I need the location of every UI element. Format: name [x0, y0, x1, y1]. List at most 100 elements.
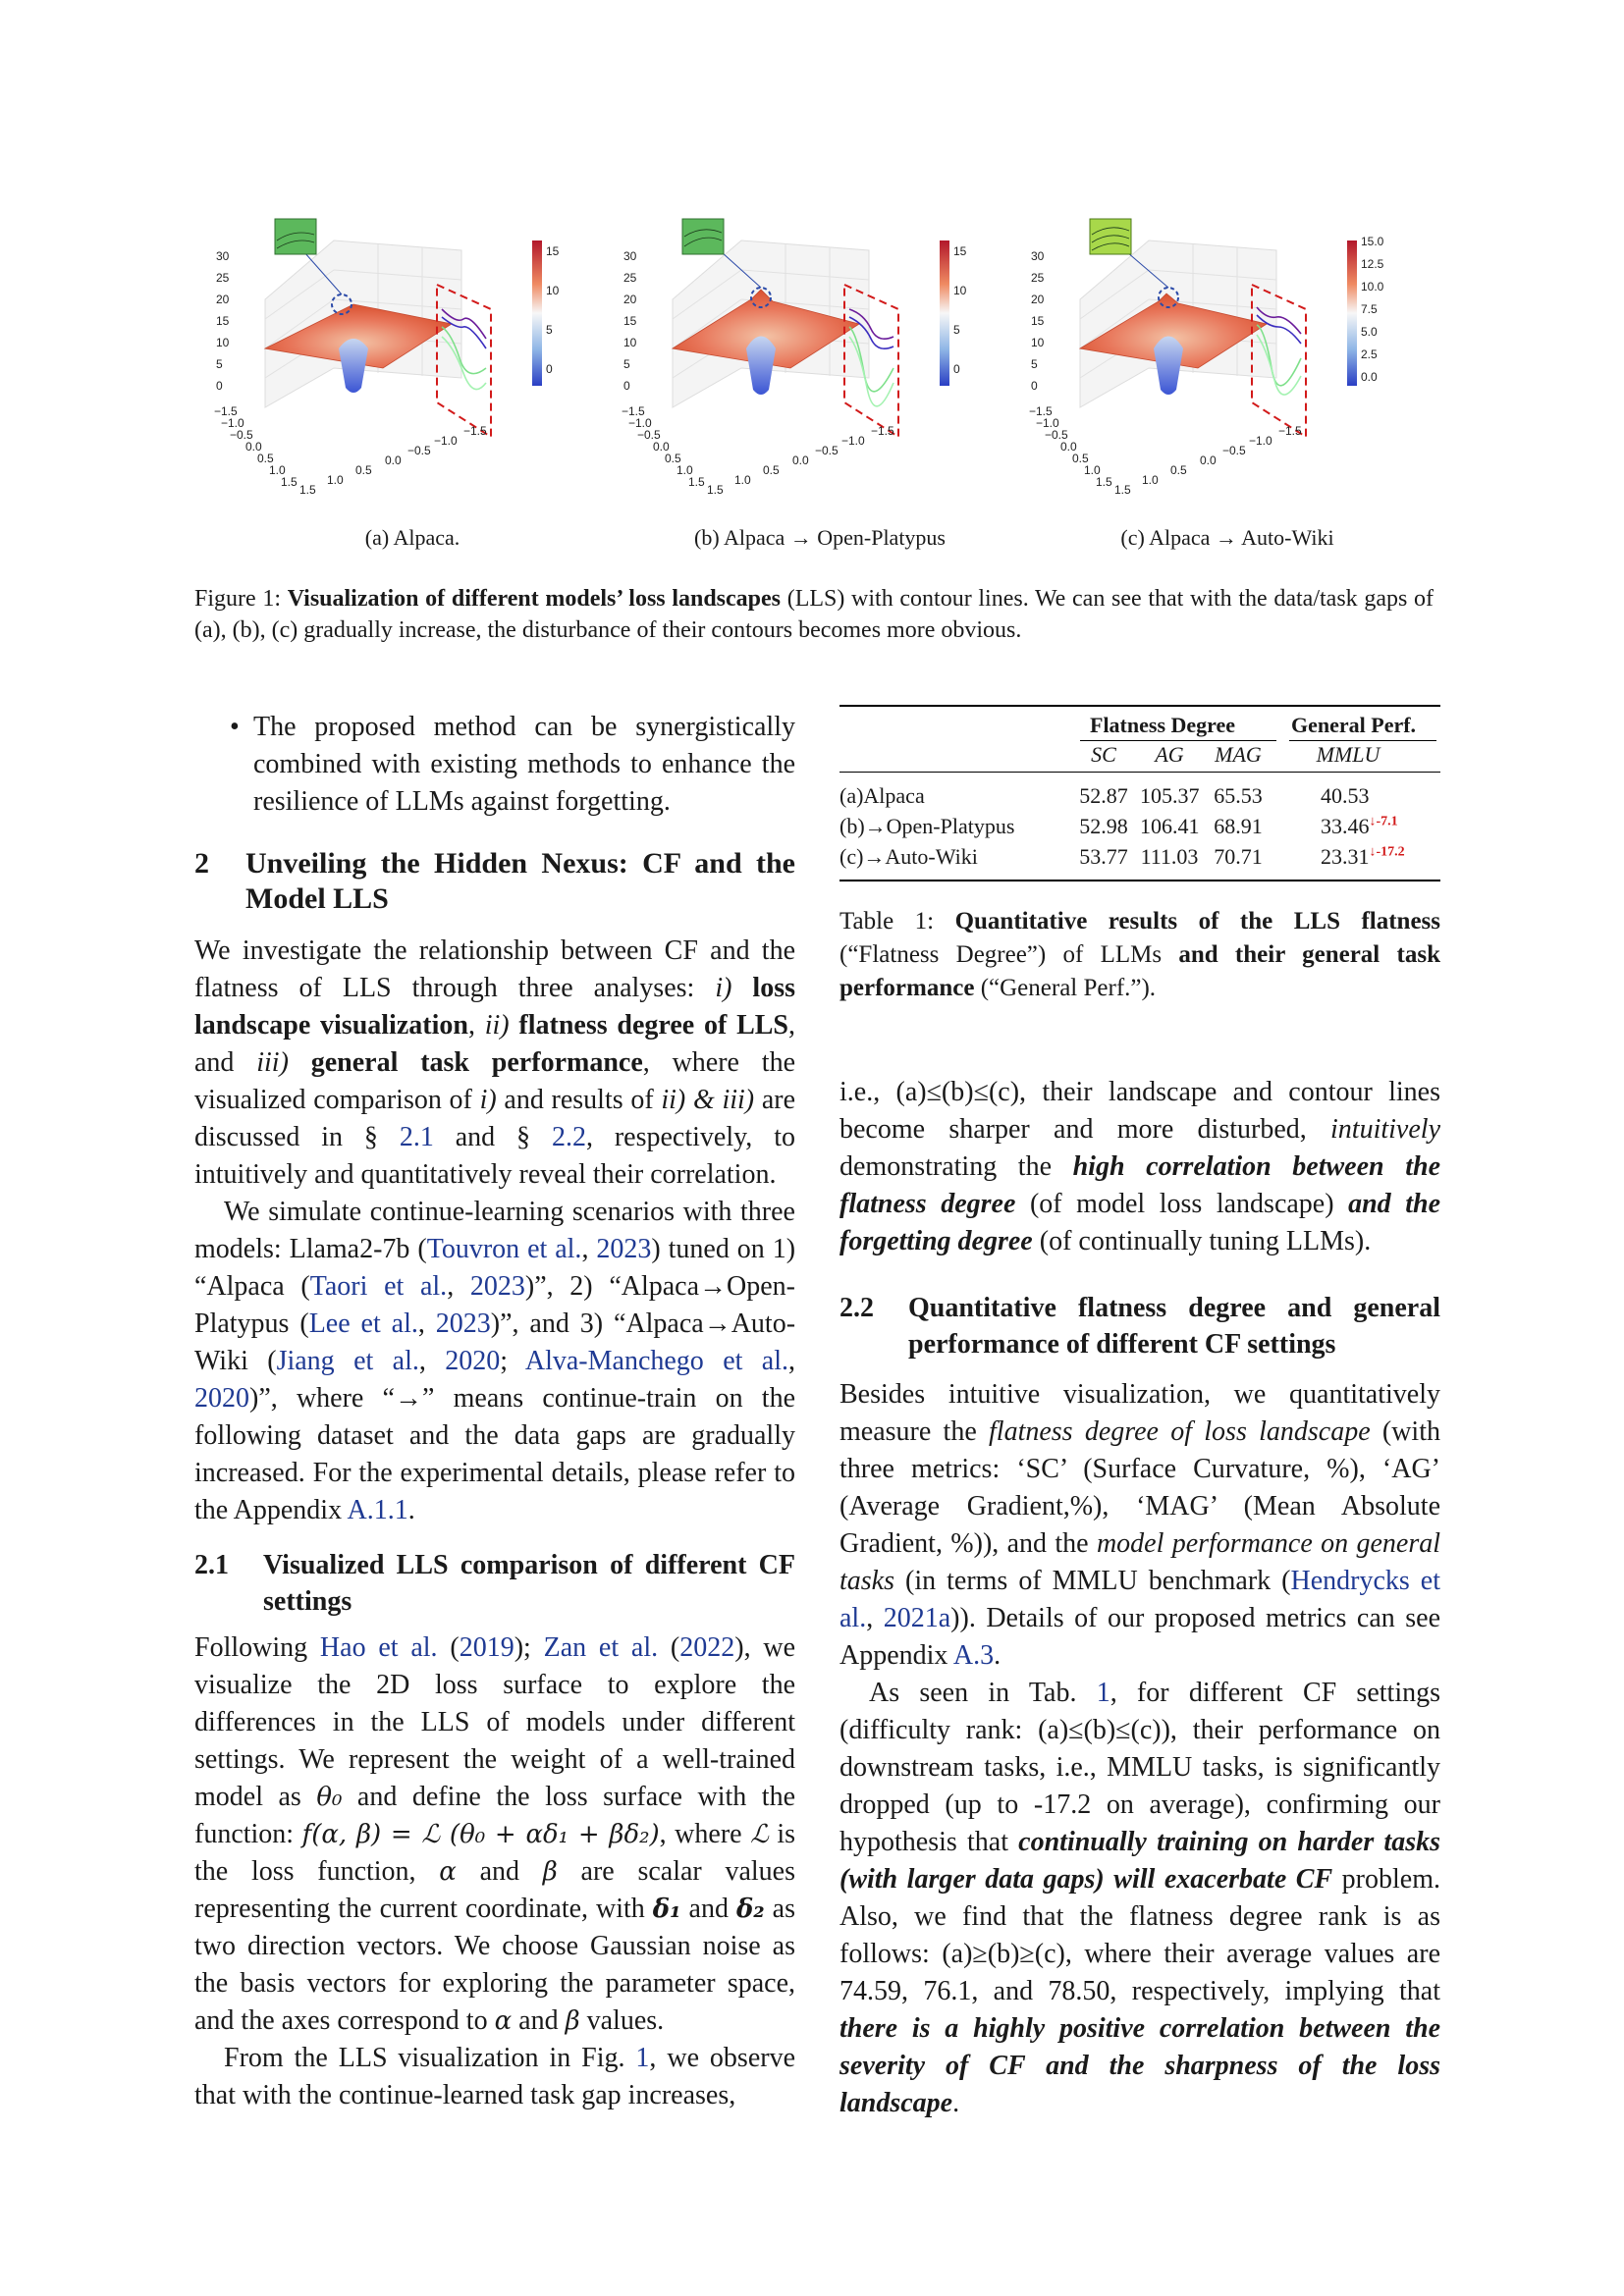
y-tick: 1.0	[734, 473, 751, 487]
x-tick: 1.5	[281, 475, 298, 489]
x-tick: −1.0	[221, 416, 244, 430]
y-tick: 0.0	[385, 454, 402, 467]
citation-link[interactable]: 2020	[445, 1346, 501, 1376]
paragraph: As seen in Tab. 1, for different CF sett…	[839, 1678, 1440, 2118]
z-tick: 20	[623, 293, 637, 306]
citation-link[interactable]: Alva-Manchego et al.	[524, 1346, 788, 1376]
table-group-rule	[1080, 740, 1276, 741]
x-tick: 0.0	[653, 440, 670, 454]
y-tick: −1.5	[463, 424, 487, 438]
table-cell: 105.37	[1140, 783, 1200, 808]
x-tick: 1.0	[1084, 463, 1101, 477]
table-row-name: (b)→Open-Platypus	[839, 814, 1015, 838]
table-cell: 111.03	[1140, 844, 1199, 869]
subfigure-caption-b: (b) Alpaca → Open-Platypus	[694, 525, 946, 550]
colorbar-tick: 7.5	[1361, 302, 1378, 316]
x-tick: 0.5	[257, 452, 274, 465]
appendix-link[interactable]: A.3	[952, 1640, 995, 1671]
table-subheader: MMLU	[1316, 742, 1380, 767]
z-tick: 10	[1031, 336, 1045, 349]
x-tick: 1.5	[688, 475, 705, 489]
table-group-rule	[1289, 740, 1436, 741]
table-cell: 33.46↓-7.1	[1321, 814, 1398, 838]
citation-link[interactable]: 2021a	[883, 1603, 951, 1633]
citation-link[interactable]: 2023	[469, 1271, 525, 1302]
y-tick: 1.0	[1142, 473, 1159, 487]
x-tick: 0.0	[245, 440, 262, 454]
loss-function-formula: f(α, β) = ℒ (θ₀ + αδ₁ + βδ₂)	[301, 1820, 660, 1849]
z-tick: 15	[216, 314, 230, 328]
section-link[interactable]: 2.2	[551, 1122, 586, 1152]
left-column: • The proposed method can be synergistic…	[194, 709, 795, 2114]
citation-link[interactable]: Touvron et al.	[426, 1234, 582, 1264]
colorbar-tick: 15.0	[1361, 235, 1384, 248]
paragraph: Besides intuitive visualization, we quan…	[839, 1379, 1441, 1671]
section-number: 2	[194, 847, 209, 880]
section-title: Unveiling the Hidden Nexus: CF and the M…	[245, 847, 795, 915]
y-tick: 0.0	[792, 454, 809, 467]
y-tick: −0.5	[1222, 444, 1246, 457]
paragraph: i.e., (a)≤(b)≤(c), their landscape and c…	[839, 1077, 1441, 1256]
z-tick: 5	[216, 357, 223, 371]
z-tick: 5	[1031, 357, 1038, 371]
section-title: Quantitative flatness degree and general…	[908, 1293, 1440, 1360]
citation-link[interactable]: 2023	[596, 1234, 652, 1264]
subfigure-caption-a: (a) Alpaca.	[364, 525, 460, 550]
y-tick: 0.5	[763, 463, 780, 477]
colorbar-tick: 12.5	[1361, 257, 1384, 271]
appendix-link[interactable]: A.1.1	[347, 1495, 408, 1525]
y-tick: −0.5	[815, 444, 839, 457]
table-group-header: Flatness Degree	[1090, 713, 1236, 737]
z-tick: 0	[216, 379, 223, 393]
x-tick: 0.5	[1072, 452, 1089, 465]
table-cell: 23.31↓-17.2	[1321, 844, 1405, 869]
figure-label: Figure 1:	[194, 586, 282, 612]
colorbar-tick: 5.0	[1361, 325, 1378, 339]
citation-link[interactable]: 2019	[459, 1632, 514, 1663]
colorbar-tick: 0	[953, 362, 960, 376]
citation-link[interactable]: 2023	[435, 1308, 491, 1339]
section-title: Visualized LLS comparison of different C…	[263, 1550, 795, 1617]
y-tick: 0.0	[1200, 454, 1217, 467]
x-tick: −0.5	[230, 428, 253, 442]
loss-landscape-plot-c: 15.0 12.5 10.0 7.5 5.0 2.5 0.0 30 25 20 …	[1029, 218, 1384, 497]
section-2-heading: 2 Unveiling the Hidden Nexus: CF and the…	[194, 846, 795, 917]
section-link[interactable]: 2.1	[399, 1122, 434, 1152]
figure-link[interactable]: 1	[635, 2043, 650, 2073]
y-tick: 1.5	[299, 483, 316, 497]
z-tick: 0	[1031, 379, 1038, 393]
x-tick: 1.0	[677, 463, 693, 477]
table-subheader: AG	[1155, 742, 1184, 767]
citation-link[interactable]: 2020	[194, 1383, 249, 1414]
table-subheader: MAG	[1215, 742, 1262, 767]
citation-link[interactable]: Hao et al.	[319, 1632, 438, 1663]
x-tick: −1.5	[622, 404, 645, 418]
subfigure-caption-c: (c) Alpaca → Auto-Wiki	[1120, 525, 1334, 550]
section-number: 2.2	[839, 1293, 874, 1323]
z-tick: 25	[623, 271, 637, 285]
colorbar-tick: 10.0	[1361, 280, 1384, 294]
citation-link[interactable]: Taori et al.	[309, 1271, 448, 1302]
y-tick: −1.0	[434, 434, 458, 448]
z-tick: 30	[216, 249, 230, 263]
table-caption: Table 1: Quantitative results of the LLS…	[839, 908, 1441, 1001]
table-mid-rule	[839, 772, 1440, 773]
colorbar-tick: 10	[546, 284, 560, 297]
z-tick: 30	[1031, 249, 1045, 263]
loss-landscape-plot-b: 15 10 5 0 30 25 20 15 10 5 0 −1.5 −1.0 −…	[622, 218, 967, 497]
citation-link[interactable]: Jiang et al.	[276, 1346, 419, 1376]
citation-link[interactable]: 2022	[679, 1632, 735, 1663]
colorbar-tick: 0.0	[1361, 370, 1378, 384]
x-tick: −1.0	[628, 416, 652, 430]
table-cell: 68.91	[1214, 814, 1263, 838]
y-tick: 0.5	[355, 463, 372, 477]
paragraph: We investigate the relationship between …	[194, 935, 795, 1190]
y-tick: 0.5	[1170, 463, 1187, 477]
table-group-header: General Perf.	[1291, 713, 1417, 737]
citation-link[interactable]: Zan et al.	[543, 1632, 659, 1663]
citation-link[interactable]: Hendrycks et al.	[839, 1566, 1440, 1633]
table-row-name: (a)Alpaca	[839, 783, 925, 808]
x-tick: −0.5	[1045, 428, 1068, 442]
table-link[interactable]: 1	[1096, 1678, 1110, 1708]
citation-link[interactable]: Lee et al.	[308, 1308, 418, 1339]
